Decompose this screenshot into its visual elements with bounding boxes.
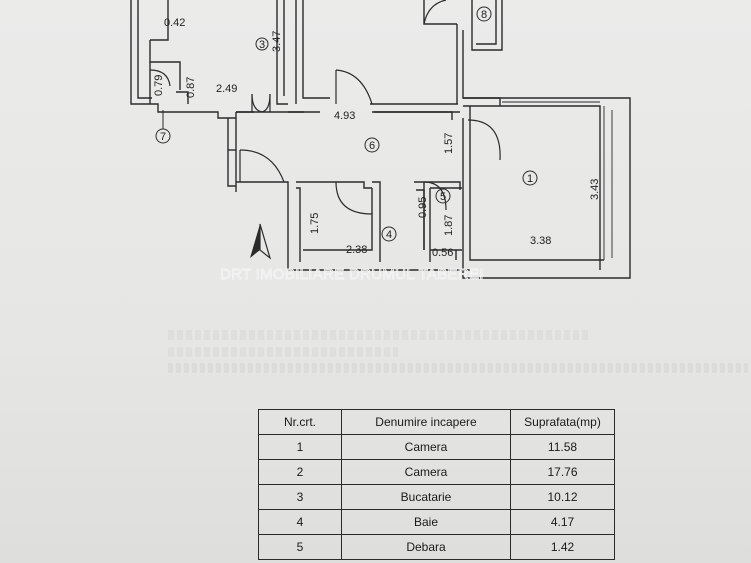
room-number-5: 5 [435, 188, 451, 204]
table-cell: Camera [341, 459, 511, 485]
table-row: 4 Baie 4.17 [258, 509, 615, 535]
dimension-label: 3.38 [530, 235, 551, 247]
table-cell: 3 [258, 484, 342, 510]
room-number-3: 3 [255, 37, 269, 51]
table-row: 2 Camera 17.76 [258, 459, 615, 485]
plan-window-lines [502, 101, 613, 260]
dimension-label: 0.56 [432, 247, 453, 259]
plan-doors [149, 0, 501, 215]
room-number-label: 1 [527, 173, 533, 185]
dimension-label: 3.47 [271, 31, 283, 52]
table-row: 3 Bucatarie 10.12 [258, 484, 615, 510]
room-number-4: 4 [381, 226, 397, 242]
table-cell: 1.42 [510, 534, 615, 560]
room-number-1: 1 [522, 170, 538, 186]
dimension-label: 2.49 [216, 83, 237, 95]
room-number-label: 8 [481, 9, 487, 21]
table-header-cell: Nr.crt. [258, 409, 342, 435]
table-header-cell: Suprafata(mp) [510, 409, 615, 435]
table-cell: Bucatarie [341, 484, 511, 510]
bleed-through-text [168, 347, 398, 357]
room-number-label: 7 [160, 131, 166, 143]
dimension-label: 0.95 [417, 197, 429, 218]
bleed-through-text [168, 330, 588, 340]
dimension-label: 0.87 [185, 77, 197, 98]
dimension-label: 1.75 [309, 213, 321, 234]
table-cell: Debara [341, 534, 511, 560]
north-arrow-icon [250, 223, 272, 260]
dimension-label: 1.57 [443, 133, 455, 154]
dimension-label: 0.42 [164, 17, 185, 29]
table-cell: 11.58 [510, 434, 615, 460]
floor-plan: 3 8 7 6 1 5 4 0.42 3.47 0.79 0.87 2.49 4… [130, 0, 631, 283]
table-cell: 10.12 [510, 484, 615, 510]
table-cell: 2 [258, 459, 342, 485]
dimension-label: 0.79 [153, 75, 165, 96]
room-number-label: 3 [259, 39, 265, 51]
table-cell: 4 [258, 509, 342, 535]
table-header-cell: Denumire incapere [341, 409, 511, 435]
table-cell: 1 [258, 434, 342, 460]
table-header-row: Nr.crt. Denumire incapere Suprafata(mp) [258, 409, 615, 435]
table-cell: 17.76 [510, 459, 615, 485]
dimension-label: 2.38 [346, 244, 367, 256]
dimension-label: 1.87 [443, 215, 455, 236]
room-number-label: 4 [386, 229, 392, 241]
room-number-7: 7 [155, 110, 171, 144]
table-cell: Baie [341, 509, 511, 535]
room-number-6: 6 [364, 137, 380, 153]
table-cell: 5 [258, 534, 342, 560]
bleed-through-text [168, 363, 748, 373]
watermark-text: DRT IMOBILIARE DRUMUL TABEREI [220, 266, 484, 283]
table-row: 1 Camera 11.58 [258, 434, 615, 460]
room-area-table: Nr.crt. Denumire incapere Suprafata(mp) … [258, 409, 615, 560]
plan-walls [130, 0, 631, 279]
room-number-8: 8 [476, 6, 492, 22]
room-number-label: 5 [440, 191, 446, 203]
dimension-label: 4.93 [334, 110, 355, 122]
table-cell: 4.17 [510, 509, 615, 535]
dimension-label: 3.43 [589, 179, 601, 200]
table-cell: Camera [341, 434, 511, 460]
room-number-label: 6 [369, 140, 375, 152]
table-row: 5 Debara 1.42 [258, 534, 615, 560]
